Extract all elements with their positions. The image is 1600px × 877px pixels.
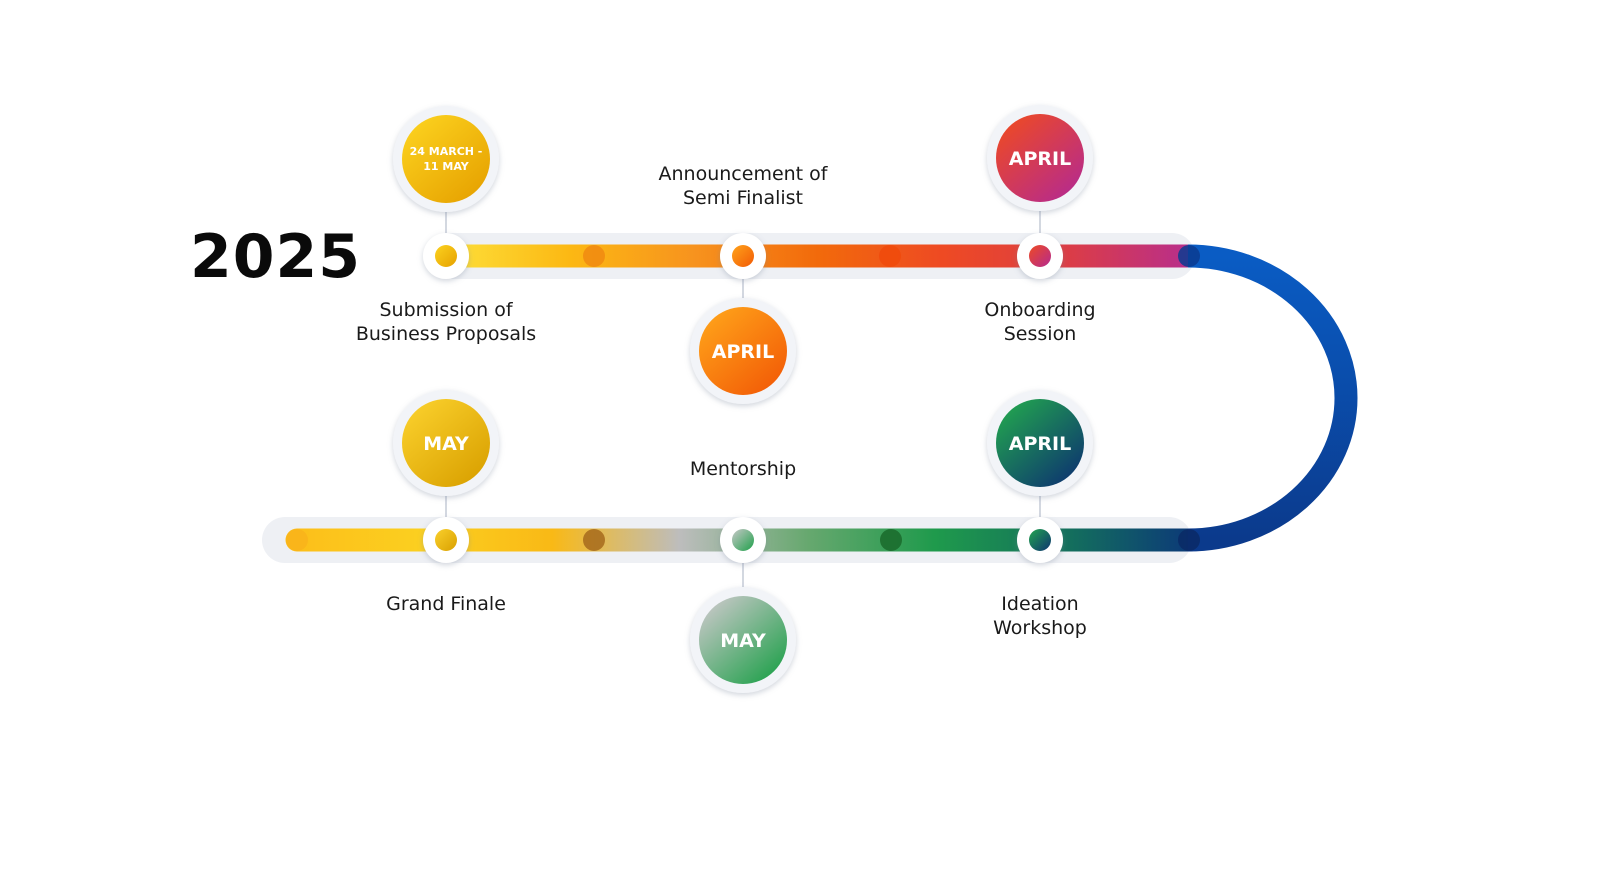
date-text: APRIL: [1009, 148, 1071, 170]
track-curve: [1187, 244, 1358, 552]
milestone-label-line: Session: [1003, 323, 1077, 345]
date-text-line: 11 MAY: [423, 160, 470, 173]
date-text-line: APRIL: [1009, 148, 1071, 170]
date-text: APRIL: [712, 341, 774, 363]
milestone-label-line: Mentorship: [689, 458, 797, 480]
date-text-line: MAY: [720, 630, 766, 652]
milestone-label-line: Grand Finale: [386, 593, 506, 615]
milestone-node-dot: [1029, 529, 1051, 551]
milestone-label: Grand Finale: [326, 592, 566, 616]
milestone-label-line: Semi Finalist: [683, 187, 803, 209]
date-bubble: [996, 399, 1084, 487]
milestone-label-line: Announcement of: [658, 163, 828, 185]
milestone-5: MAY: [690, 517, 796, 693]
milestone-2: APRIL: [690, 233, 796, 404]
track-joint-dot: [879, 245, 901, 267]
milestone-label: Mentorship: [623, 457, 863, 481]
date-text-line: MAY: [423, 433, 469, 455]
date-text-line: APRIL: [712, 341, 774, 363]
date-bubble: [402, 115, 490, 203]
date-text-line: APRIL: [1009, 433, 1071, 455]
milestone-4: APRIL: [987, 390, 1093, 563]
milestone-3: APRIL: [987, 105, 1093, 279]
date-bubble: [996, 114, 1084, 202]
track-joint-dot: [1178, 245, 1200, 267]
date-bubble: [699, 596, 787, 684]
date-text: MAY: [423, 433, 469, 455]
milestone-node-dot: [435, 529, 457, 551]
track-joint-dot: [583, 245, 605, 267]
date-text: APRIL: [1009, 433, 1071, 455]
date-bubble: [699, 307, 787, 395]
milestone-node-dot: [1029, 245, 1051, 267]
milestone-label-line: Onboarding: [984, 299, 1096, 321]
milestone-node-dot: [435, 245, 457, 267]
track-joint-dot: [880, 529, 902, 551]
date-bubble: [402, 399, 490, 487]
milestone-label-line: Ideation: [1001, 593, 1079, 615]
milestone-node-dot: [732, 529, 754, 551]
date-text-line: 24 MARCH -: [410, 145, 483, 158]
date-text: 24 MARCH - 11 MAY: [410, 145, 483, 173]
milestone-6: MAY: [393, 390, 499, 563]
date-text: MAY: [720, 630, 766, 652]
track-joint-dot: [583, 529, 605, 551]
milestone-1: 24 MARCH - 11 MAY: [393, 106, 499, 279]
year-heading: 2025: [190, 222, 361, 292]
milestone-label-line: Workshop: [993, 617, 1087, 639]
milestone-label-line: Submission of: [379, 299, 513, 321]
milestone-label-line: Business Proposals: [355, 323, 537, 345]
milestone-node-dot: [732, 245, 754, 267]
track-start-dot: [286, 529, 308, 551]
track-joint-dot: [1178, 529, 1200, 551]
